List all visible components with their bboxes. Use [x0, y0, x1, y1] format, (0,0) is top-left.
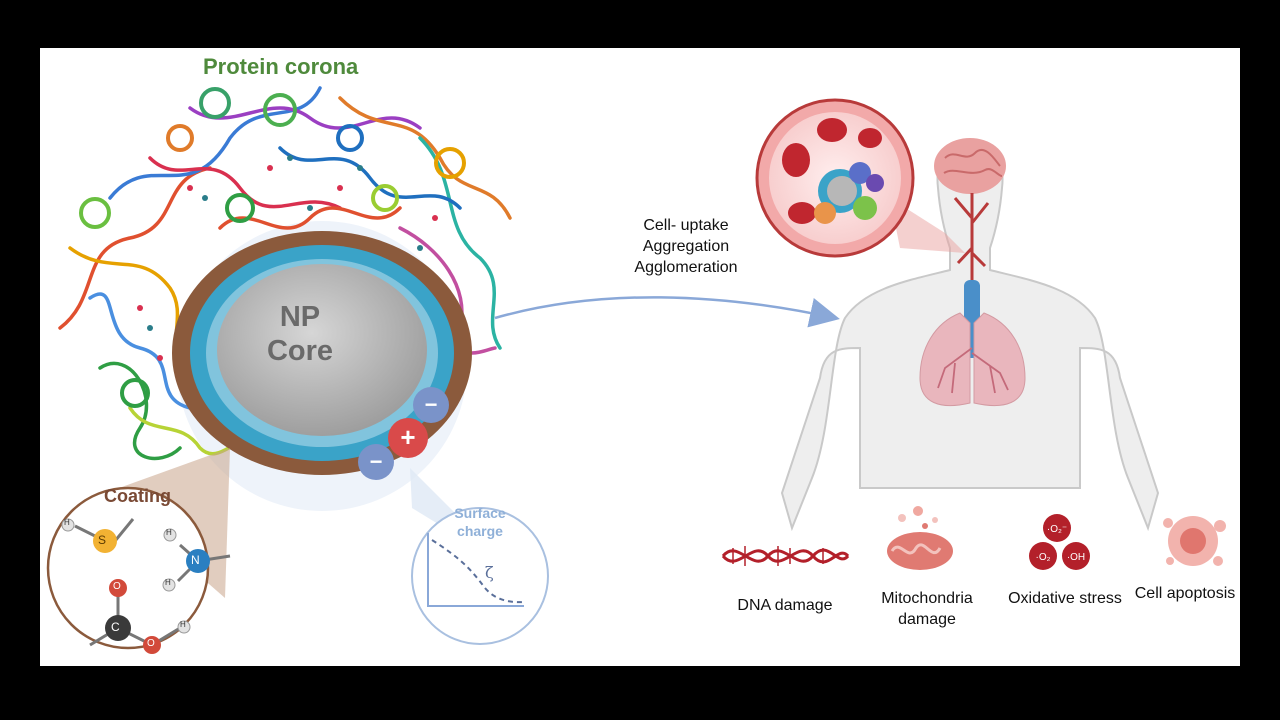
- effect-dna-damage: DNA damage: [737, 597, 833, 614]
- surface-charge-title: Surface charge: [454, 505, 506, 539]
- red-blood-cell: [788, 202, 816, 224]
- process-labels: Cell- uptake Aggregation Agglomeration: [616, 215, 756, 278]
- brain: [934, 138, 1006, 194]
- blood-vessels: [953, 193, 990, 288]
- nitrogen-atom: [186, 549, 210, 573]
- vessel-callout-wedge: [890, 198, 965, 253]
- dna-icon: [721, 546, 850, 566]
- oxygen-atom-bottom: [143, 636, 161, 654]
- effect-mitochondria-damage: Mitochondria damage: [881, 590, 973, 628]
- ros-icon: ·O₂⁻ ·O₂ ·OH: [1029, 514, 1090, 570]
- positive-charge: [388, 418, 428, 458]
- surface-charge-inset: [411, 507, 549, 645]
- minus-symbol-right: −: [425, 392, 438, 417]
- coating-inset: [46, 486, 210, 650]
- effect-cell-apoptosis: Cell apoptosis: [1134, 585, 1236, 602]
- ros-label-oxygen: ·O₂: [1036, 552, 1051, 563]
- np-core-label-line2: Core: [266, 335, 334, 367]
- uptake-arrow: [494, 296, 840, 328]
- process-aggregation: Aggregation: [642, 238, 730, 255]
- surface-charge-curve: [431, 539, 525, 604]
- plus-symbol: +: [400, 422, 415, 452]
- coating-title: Coating: [104, 486, 171, 506]
- red-blood-cell: [817, 118, 847, 142]
- carbon-atom: [105, 615, 131, 641]
- ros-label-hydroxyl: ·OH: [1067, 552, 1085, 563]
- minus-symbol-left: −: [370, 449, 383, 474]
- negative-charge-left: [358, 444, 394, 480]
- sulfur-atom: [93, 529, 117, 553]
- zeta-symbol: ζ: [485, 563, 494, 582]
- mitochondria-icon: [887, 506, 953, 570]
- corona-molecule-dots: [137, 155, 438, 361]
- surface-charge-axes: [427, 533, 524, 607]
- figure-canvas: − + − ζ: [40, 48, 1240, 666]
- red-blood-cell: [858, 128, 882, 148]
- right-lung: [973, 312, 1026, 407]
- red-blood-cell: [782, 143, 810, 177]
- np-core-label-line1: NP: [279, 301, 321, 333]
- ros-label-superoxide: ·O₂⁻: [1047, 524, 1067, 535]
- negative-charge-right: [413, 387, 449, 423]
- process-agglomeration: Agglomeration: [634, 259, 738, 276]
- protein-corona-title: Protein corona: [203, 54, 359, 79]
- diagram-svg: − + − ζ: [46, 86, 1226, 654]
- oxygen-atom-top: [109, 579, 127, 597]
- left-lung: [919, 312, 971, 407]
- human-body: [780, 138, 1160, 532]
- apoptotic-cell-icon: [1163, 516, 1226, 566]
- process-cell-uptake: Cell- uptake: [643, 217, 729, 234]
- np-core-sphere: [217, 264, 427, 436]
- effect-oxidative-stress: Oxidative stress: [1008, 590, 1122, 607]
